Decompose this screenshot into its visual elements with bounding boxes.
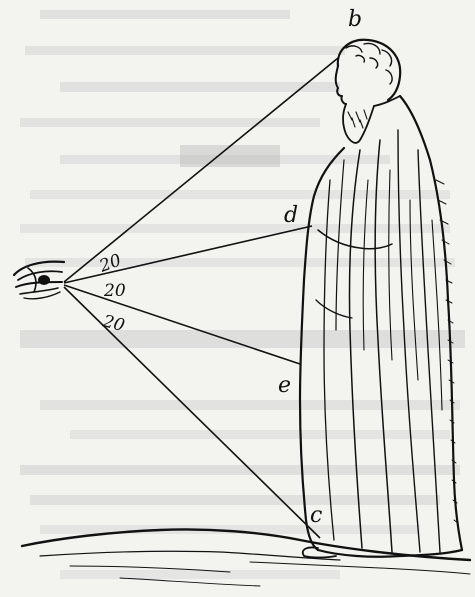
eye-icon [14,262,64,299]
label-c: c [310,503,322,528]
bleed-through-text [20,10,465,579]
sight-line-e [64,285,300,364]
label-e: e [278,373,291,398]
label-d: d [284,203,298,228]
angle-label-2: 20 [103,281,126,301]
angle-label-1: 20 [96,250,124,277]
sight-line-d [64,226,312,283]
label-b: b [348,7,362,32]
robed-figure [300,40,462,558]
